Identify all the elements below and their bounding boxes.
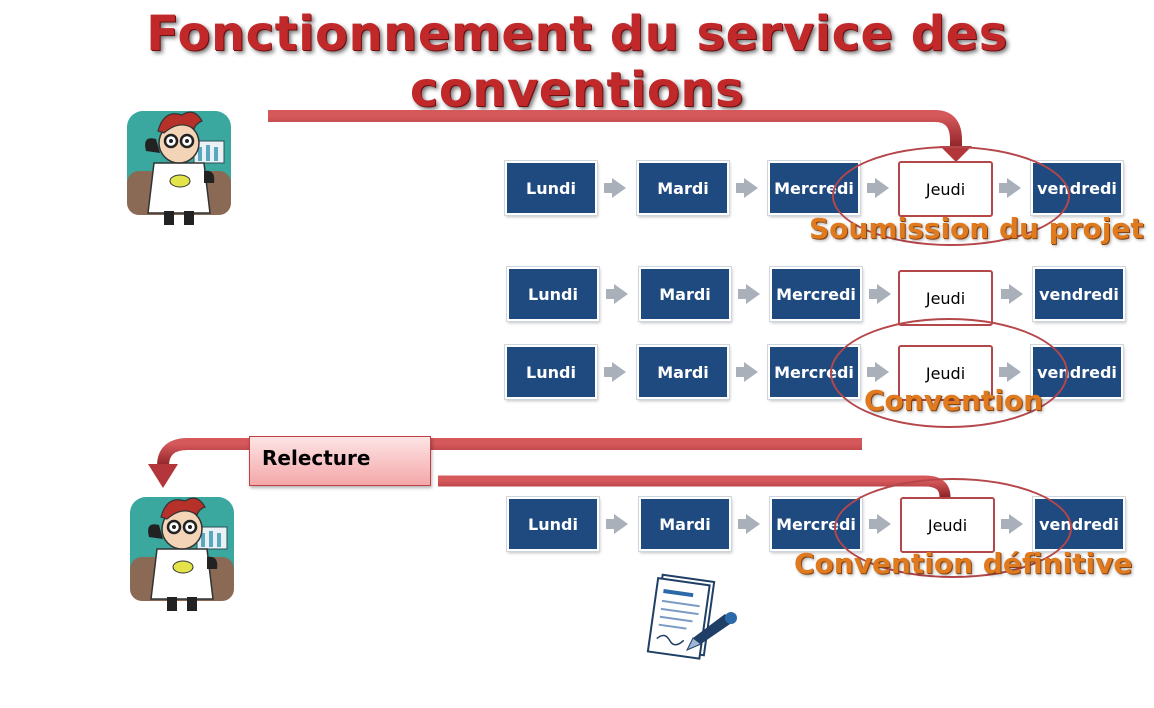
signed-document-icon [646, 573, 737, 660]
day-mardi: Mardi [639, 267, 731, 321]
highlight-ellipse [830, 318, 1068, 428]
relecture-box: Relecture [249, 436, 431, 486]
day-mardi: Mardi [637, 345, 729, 399]
review-arrow [157, 438, 862, 467]
day-lundi: Lundi [507, 497, 599, 551]
scientist-icon [127, 111, 231, 225]
arrow-right-icon [604, 178, 626, 198]
arrow-right-icon [604, 362, 626, 382]
arrow-right-icon [606, 514, 628, 534]
day-mardi: Mardi [639, 497, 731, 551]
highlight-ellipse [834, 478, 1072, 578]
arrow-right-icon [869, 284, 891, 304]
day-mardi: Mardi [637, 161, 729, 215]
arrow-right-icon [1001, 284, 1023, 304]
arrow-right-icon [606, 284, 628, 304]
diagram-title: Fonctionnement du service des convention… [146, 6, 1008, 118]
scientist-icon [130, 497, 234, 611]
label-soumission: Soumission du projet [809, 212, 1144, 245]
arrow-right-icon [736, 178, 758, 198]
label-convention: Convention [864, 384, 1044, 417]
day-lundi: Lundi [505, 161, 597, 215]
day-lundi: Lundi [507, 267, 599, 321]
day-jeudi: Jeudi [898, 270, 993, 326]
arrow-right-icon [738, 284, 760, 304]
day-mercredi: Mercredi [770, 267, 862, 321]
highlight-ellipse [832, 146, 1070, 246]
review-arrowhead [148, 464, 178, 488]
arrow-right-icon [736, 362, 758, 382]
day-vendredi: vendredi [1033, 267, 1125, 321]
label-convention-definitive: Convention définitive [794, 547, 1133, 580]
day-lundi: Lundi [505, 345, 597, 399]
arrow-right-icon [738, 514, 760, 534]
submission-arrow [268, 110, 962, 148]
